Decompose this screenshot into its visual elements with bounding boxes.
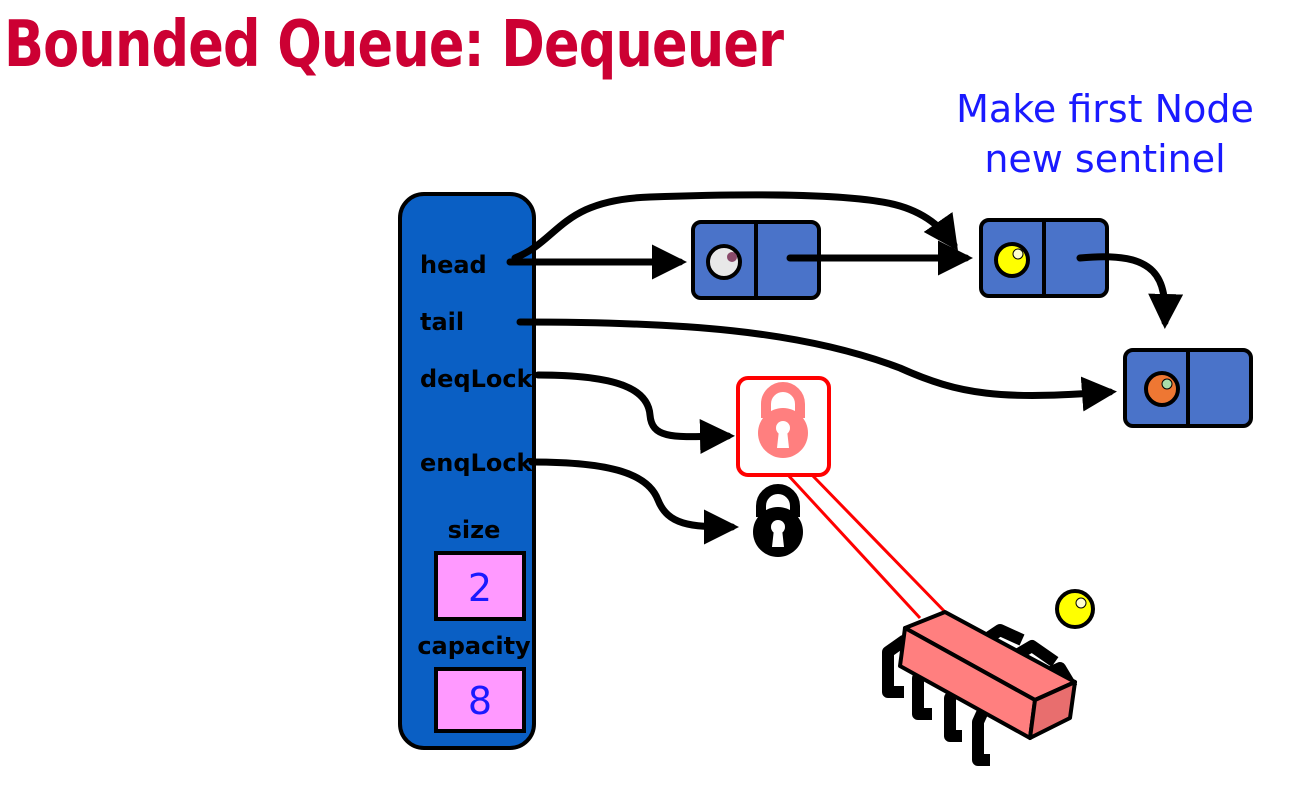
thread-bug-icon: [882, 610, 1078, 766]
item-ball-icon: [1055, 589, 1095, 629]
new-sentinel-next-arrow: [1076, 253, 1184, 329]
head-field-label: head: [420, 251, 487, 279]
closed-padlock-icon: [753, 484, 803, 557]
capacity-label: capacity: [417, 632, 531, 660]
page-title: Bounded Queue: Dequeuer: [4, 8, 784, 82]
grey-ball-icon: [706, 244, 742, 280]
node-new-sentinel: [979, 218, 1109, 298]
yellow-ball-icon: [994, 242, 1030, 278]
size-box: [434, 551, 526, 621]
tail-field-label: tail: [420, 308, 464, 336]
enqlock-pointer-arrow: [528, 458, 739, 545]
orange-ball-icon: [1144, 371, 1180, 407]
tail-pointer-arrow: [516, 318, 1117, 412]
annotation-line-2: new sentinel: [984, 137, 1226, 181]
annotation: Make first Node new sentinel: [905, 84, 1305, 184]
size-value: 2: [468, 566, 492, 610]
deqlock-pointer-arrow: [534, 371, 735, 455]
capacity-box: [434, 667, 526, 733]
capacity-value: 8: [468, 679, 492, 723]
deqlock-field-label: deqLock: [420, 365, 534, 393]
size-label: size: [448, 516, 501, 544]
node-tail: [1123, 348, 1253, 428]
deqlock-held-highlight: [736, 376, 950, 620]
enqlock-field-label: enqLock: [420, 449, 534, 477]
open-padlock-icon: [758, 382, 808, 458]
head-to-new-sentinel-arrow: [511, 191, 958, 262]
annotation-line-1: Make first Node: [956, 87, 1254, 131]
